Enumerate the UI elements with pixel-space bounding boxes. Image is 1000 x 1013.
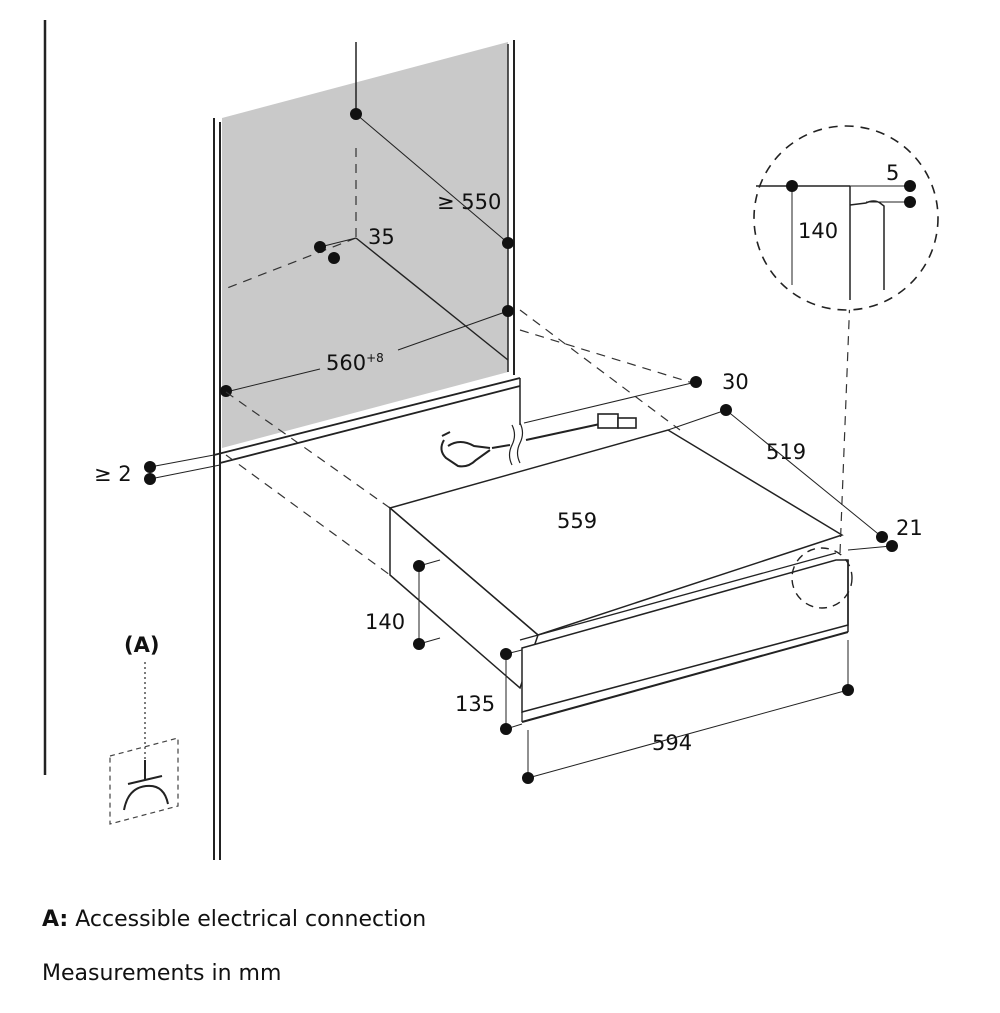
dim-point: [144, 473, 156, 485]
dim-point: [690, 376, 702, 388]
legend-key: A:: [42, 907, 69, 932]
front-thickness-label: 21: [896, 516, 923, 540]
dim-point: [350, 108, 362, 120]
projection-lines: [225, 309, 697, 576]
dim-point: [500, 648, 512, 660]
electrical-outlet-icon: [109, 737, 179, 825]
niche-depth-label: ≥ 550: [437, 190, 501, 214]
cable-offset-label: 30: [722, 370, 749, 394]
warming-drawer: [388, 429, 849, 723]
installation-diagram: ≥ 550 35 560+8 ≥ 2: [43, 20, 939, 860]
connection-marker-label: (A): [124, 633, 159, 657]
dim-point: [314, 241, 326, 253]
installation-niche: [213, 40, 521, 860]
dim-point: [904, 180, 916, 192]
body-height-label: 140: [365, 610, 405, 634]
dim-point: [144, 461, 156, 473]
top-depth-label: 559: [557, 509, 597, 533]
dim-point: [904, 196, 916, 208]
power-cable: [491, 413, 637, 466]
detail-callout: [753, 125, 939, 609]
body-depth-label: 519: [766, 440, 806, 464]
legend: A: Accessible electrical connection Meas…: [42, 905, 942, 1013]
dim-point: [886, 540, 898, 552]
dim-point: [328, 252, 340, 264]
detail-gap-label: 5: [886, 161, 899, 185]
units-note: Measurements in mm: [42, 961, 282, 986]
gap-label: ≥ 2: [94, 462, 132, 486]
dim-point: [522, 772, 534, 784]
power-plug-icon: [440, 431, 491, 468]
niche-offset-label: 35: [368, 225, 395, 249]
dim-point: [413, 560, 425, 572]
front-width-label: 594: [652, 731, 692, 755]
legend-connection: A: Accessible electrical connection: [42, 905, 942, 935]
detail-height-label: 140: [798, 219, 838, 243]
dim-point: [786, 180, 798, 192]
dim-point: [500, 723, 512, 735]
front-height-label: 135: [455, 692, 495, 716]
dim-point: [720, 404, 732, 416]
dim-point: [876, 531, 888, 543]
niche-width-label: 560+8: [326, 351, 384, 375]
dim-point: [413, 638, 425, 650]
dim-point: [502, 305, 514, 317]
dim-point: [842, 684, 854, 696]
legend-text: Accessible electrical connection: [75, 907, 427, 932]
dim-point: [502, 237, 514, 249]
